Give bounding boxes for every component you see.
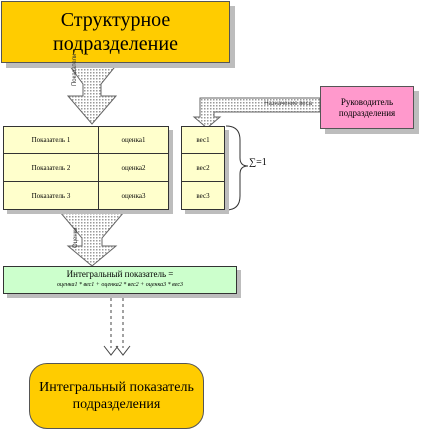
score-text: оценка3 <box>121 191 146 200</box>
weights-brace <box>225 125 249 211</box>
indicator-text: Показатель 1 <box>31 136 71 144</box>
indicators-arrow <box>63 57 124 125</box>
indicators-arrow-label: Показатели <box>72 53 78 86</box>
result-box: Интегральный показатель подразделения <box>29 363 204 429</box>
score-cell: оценка3 <box>98 181 169 210</box>
indicator-text: Показатель 3 <box>31 191 71 200</box>
weight-cell: вес1 <box>181 126 225 154</box>
score-cell: оценка2 <box>98 153 169 182</box>
weight-cell: вес2 <box>181 153 225 182</box>
indicator-cell: Показатель 2 <box>3 153 99 182</box>
weight-text: вес3 <box>196 191 210 200</box>
integral-box: Интегральный показатель = оценка1 * вес1… <box>3 266 237 294</box>
weight-cell: вес3 <box>181 181 225 210</box>
structural-unit-box: Структурное подразделение <box>1 1 230 63</box>
scores-arrow-label: Оценки <box>73 227 79 248</box>
head-box: Руководитель подразделения <box>320 86 414 129</box>
indicator-text: Показатель 2 <box>31 163 71 172</box>
indicator-cell: Показатель 1 <box>3 126 99 154</box>
sum-condition: ∑=1 <box>249 157 267 168</box>
result-label: Интегральный показатель подразделения <box>39 380 194 412</box>
weight-arrow <box>192 97 321 129</box>
integral-title: Интегральный показатель = <box>66 269 174 279</box>
indicator-cell: Показатель 3 <box>3 181 99 210</box>
scores-arrow <box>58 211 126 267</box>
score-text: оценка1 <box>121 136 146 144</box>
weight-text: вес1 <box>196 136 210 144</box>
result-connector <box>103 298 131 356</box>
weight-text: вес2 <box>196 163 210 172</box>
score-cell: оценка1 <box>98 126 169 154</box>
structural-unit-label: Структурное подразделение <box>53 9 178 55</box>
score-text: оценка2 <box>121 163 146 172</box>
head-label: Руководитель подразделения <box>338 96 396 118</box>
weight-arrow-label: Назначение веса <box>264 101 312 107</box>
integral-formula: оценка1 * вес1 + оценка2 * вес2 + оценка… <box>57 282 183 288</box>
